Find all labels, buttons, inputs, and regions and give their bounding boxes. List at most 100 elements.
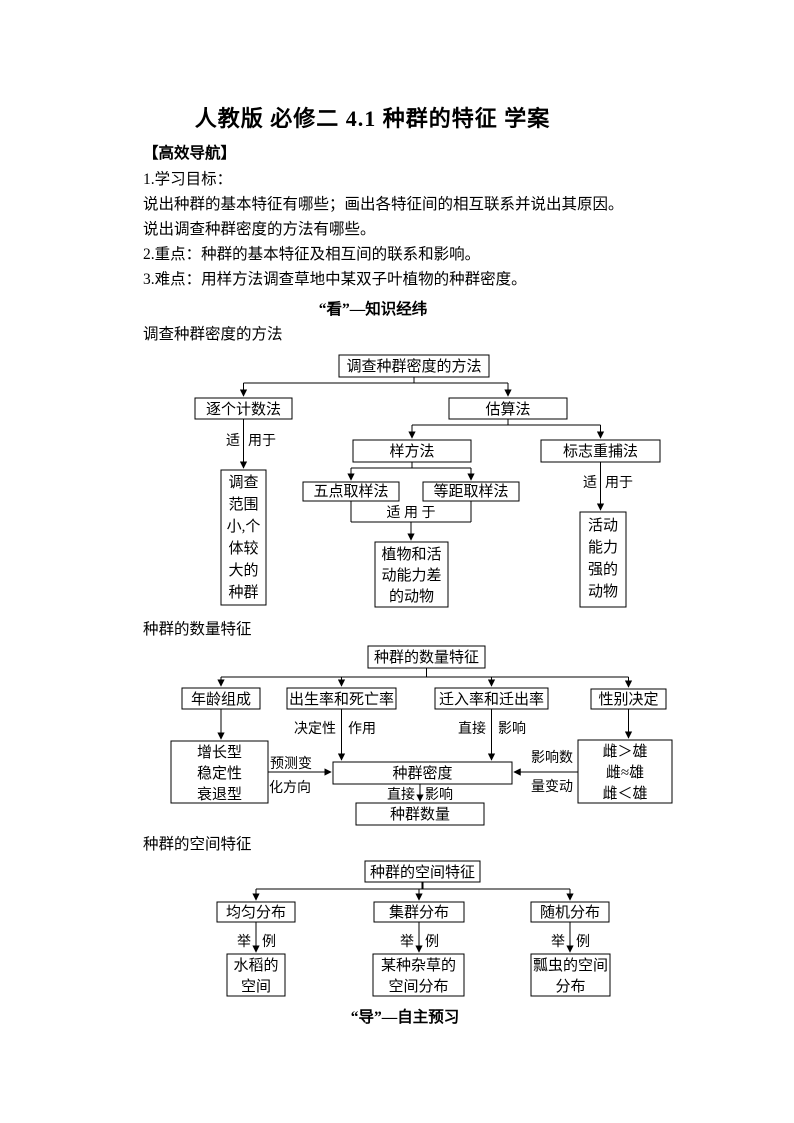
flow3-weed-box bbox=[372, 953, 465, 997]
flow2-predict-label-2: 化方向 bbox=[269, 780, 311, 796]
flow3-weed-line: 某种杂草的 bbox=[381, 957, 456, 974]
flow3-example-label-2: 例 bbox=[425, 934, 439, 950]
flow1-mark-recapture-box bbox=[540, 439, 661, 463]
flow1-five-point-box bbox=[302, 481, 400, 502]
flow2-density-box bbox=[332, 761, 513, 785]
objective-detail-1: 说出种群的基本特征有哪些；画出各特征间的相互联系并说出其原因。 bbox=[143, 196, 624, 213]
flow2-quantity-box bbox=[355, 802, 485, 826]
flow2-direct-top-label-2: 影响 bbox=[498, 721, 526, 737]
flow2-section-label: 种群的数量特征 bbox=[143, 621, 252, 638]
flow1-equidistant-box bbox=[422, 481, 520, 502]
flow1-five-point-label: 五点取样法 bbox=[313, 483, 388, 500]
flow2-decisive-label-1: 决定性 bbox=[294, 721, 336, 737]
flow2-sex-box bbox=[590, 688, 667, 710]
flow2-sex-ratio-box bbox=[577, 739, 673, 804]
flow3-rice-line: 空间 bbox=[241, 978, 271, 995]
flow3-example-label-1: 举 bbox=[400, 934, 414, 950]
flow1-mark-recapture-label: 标志重捕法 bbox=[563, 443, 638, 460]
flow2-age-types-line: 稳定性 bbox=[197, 765, 242, 782]
flow2-connectors bbox=[217, 668, 633, 802]
flow3-ladybug-box bbox=[530, 953, 611, 997]
flow3-uniform-box bbox=[216, 901, 296, 923]
flow2-age-types-box bbox=[170, 740, 269, 804]
flow2-birth-death-box bbox=[286, 687, 397, 710]
flow3-root-label: 种群的空间特征 bbox=[370, 864, 475, 881]
flow3-root-box bbox=[364, 860, 481, 883]
flow1-strong-animal-line: 强的 bbox=[588, 561, 618, 578]
flow1-small-range-line: 调查 bbox=[228, 474, 258, 491]
flow1-small-range-box bbox=[220, 469, 267, 606]
flow2-density-label: 种群密度 bbox=[392, 765, 452, 782]
flow1-strong-animal-box bbox=[579, 511, 627, 608]
flowchart-quantity-features: 种群的数量特征 年龄组成 出生率和死亡率 迁入率和迁出率 性别决定 决定性 作用… bbox=[170, 645, 673, 826]
flow1-small-range-line: 范围 bbox=[228, 496, 258, 513]
flow2-direct-top-label-1: 直接 bbox=[458, 720, 486, 737]
flow2-affect-label-1: 影响数 bbox=[531, 750, 573, 766]
flow1-section-label: 调查种群密度的方法 bbox=[143, 326, 283, 343]
flow1-weak-animal-line: 植物和活 bbox=[381, 546, 441, 563]
flow2-predict-label-1: 预测变 bbox=[270, 756, 312, 772]
flow3-example-label-1: 举 bbox=[237, 934, 251, 950]
flow2-affect-label-2: 量变动 bbox=[531, 779, 573, 795]
flow2-sex-label: 性别决定 bbox=[598, 691, 658, 708]
flow1-weak-animal-line: 的动物 bbox=[389, 588, 434, 605]
flow2-immigration-label: 迁入率和迁出率 bbox=[439, 691, 544, 708]
flow1-strong-animal-line: 能力 bbox=[588, 539, 618, 556]
flow3-uniform-label: 均匀分布 bbox=[226, 904, 286, 921]
flow2-immigration-box bbox=[434, 687, 549, 710]
flow1-weak-animal-line: 动能力差 bbox=[381, 567, 441, 584]
page-title: 人教版 必修二 4.1 种群的特征 学案 bbox=[194, 106, 551, 131]
flow1-small-range-line: 小,个 bbox=[227, 518, 261, 535]
flow2-sex-ratio-line: 雌≈雄 bbox=[606, 764, 644, 781]
flow3-section-label: 种群的空间特征 bbox=[143, 836, 252, 853]
flow1-small-range-line: 体较 bbox=[228, 539, 258, 557]
flow2-direct-bottom-label-2: 影响 bbox=[425, 787, 453, 803]
flow1-apply-right-1: 适 bbox=[583, 475, 597, 491]
flow1-apply-center-label: 适 用 于 bbox=[387, 505, 436, 521]
flow1-estimate-label: 估算法 bbox=[485, 400, 530, 418]
flow2-birth-death-label: 出生率和死亡率 bbox=[289, 691, 394, 708]
flow1-strong-animal-line: 动物 bbox=[588, 583, 618, 600]
flow2-age-types-line: 衰退型 bbox=[197, 786, 242, 803]
flow1-apply-left-1: 适 bbox=[226, 433, 240, 449]
flow3-weed-line: 空间分布 bbox=[388, 978, 448, 995]
flowchart-spatial-features: 种群的空间特征 均匀分布 集群分布 随机分布 举 例 举 例 举 例 水稻的 空… bbox=[216, 860, 611, 997]
section-guide-header: “导”—自主预习 bbox=[350, 1009, 460, 1026]
flow1-equidistant-label: 等距取样法 bbox=[433, 482, 508, 500]
flow3-clumped-label: 集群分布 bbox=[389, 904, 449, 921]
flow3-clumped-box bbox=[373, 901, 465, 923]
flow2-age-box bbox=[181, 687, 261, 710]
difficult-point-line: 3.难点：用样方法调查草地中某双子叶植物的种群密度。 bbox=[143, 271, 527, 288]
flow2-age-label: 年龄组成 bbox=[191, 691, 251, 708]
flow1-count-box bbox=[194, 397, 293, 420]
nav-header: 【高效导航】 bbox=[143, 145, 237, 162]
flowchart-survey-methods: 调查种群密度的方法 逐个计数法 估算法 适 用于 调查 范围 小,个 体较 大的… bbox=[194, 354, 661, 608]
flow1-quadrat-box bbox=[352, 439, 472, 463]
flow3-random-box bbox=[530, 901, 610, 923]
flow2-sex-ratio-line: 雌＜雄 bbox=[602, 785, 647, 802]
flow1-quadrat-label: 样方法 bbox=[389, 443, 434, 460]
flow1-connectors bbox=[239, 377, 605, 541]
flow2-root-label: 种群的数量特征 bbox=[374, 649, 479, 666]
flow3-example-label-1: 举 bbox=[551, 934, 565, 950]
flow3-ladybug-line: 分布 bbox=[555, 978, 585, 995]
flow2-root-box bbox=[367, 645, 486, 669]
flow2-sex-ratio-line: 雌＞雄 bbox=[602, 743, 647, 760]
flow1-count-label: 逐个计数法 bbox=[206, 401, 281, 418]
flow1-strong-animal-line: 活动 bbox=[588, 517, 618, 534]
flow1-root-label: 调查种群密度的方法 bbox=[346, 358, 481, 375]
flow3-rice-box bbox=[226, 953, 286, 997]
flow3-random-label: 随机分布 bbox=[540, 904, 600, 921]
flow1-root-box bbox=[338, 354, 490, 378]
flow1-small-range-line: 种群 bbox=[228, 584, 258, 601]
flow2-quantity-label: 种群数量 bbox=[390, 806, 450, 823]
flow1-small-range-line: 大的 bbox=[228, 562, 258, 579]
flow1-weak-animal-box bbox=[374, 541, 449, 608]
flow3-ladybug-line: 瓢虫的空间 bbox=[533, 957, 608, 974]
section-know-header: “看”—知识经纬 bbox=[318, 301, 428, 318]
flow3-connectors bbox=[252, 882, 574, 953]
flow3-rice-line: 水稻的 bbox=[233, 957, 278, 974]
flow2-direct-bottom-label-1: 直接 bbox=[387, 786, 415, 803]
flow1-estimate-box bbox=[448, 397, 568, 420]
